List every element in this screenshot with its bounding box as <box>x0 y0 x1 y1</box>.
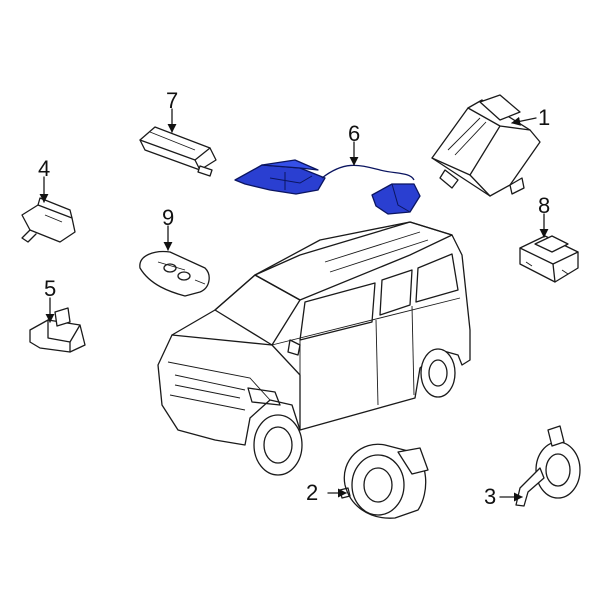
antenna-module-part <box>234 159 421 215</box>
vehicle-outline <box>157 221 471 476</box>
antenna-bar-part <box>139 126 217 177</box>
horn-part <box>515 425 581 507</box>
callout-9: 9 <box>162 205 174 230</box>
callout-5: 5 <box>44 276 56 301</box>
callout-6: 6 <box>348 121 360 146</box>
callout-3: 3 <box>484 484 496 509</box>
callout-1: 1 <box>538 105 550 130</box>
callout-4: 4 <box>38 156 50 181</box>
callout-arrows <box>39 108 549 502</box>
callout-7: 7 <box>166 88 178 113</box>
sensor-part <box>21 197 76 243</box>
callout-2: 2 <box>306 480 318 505</box>
control-module-part <box>431 94 541 197</box>
receiver-module-part <box>519 235 579 283</box>
bracket-part <box>29 307 86 353</box>
callout-8: 8 <box>538 193 550 218</box>
siren-part <box>339 443 429 519</box>
key-fob-part <box>139 250 210 297</box>
